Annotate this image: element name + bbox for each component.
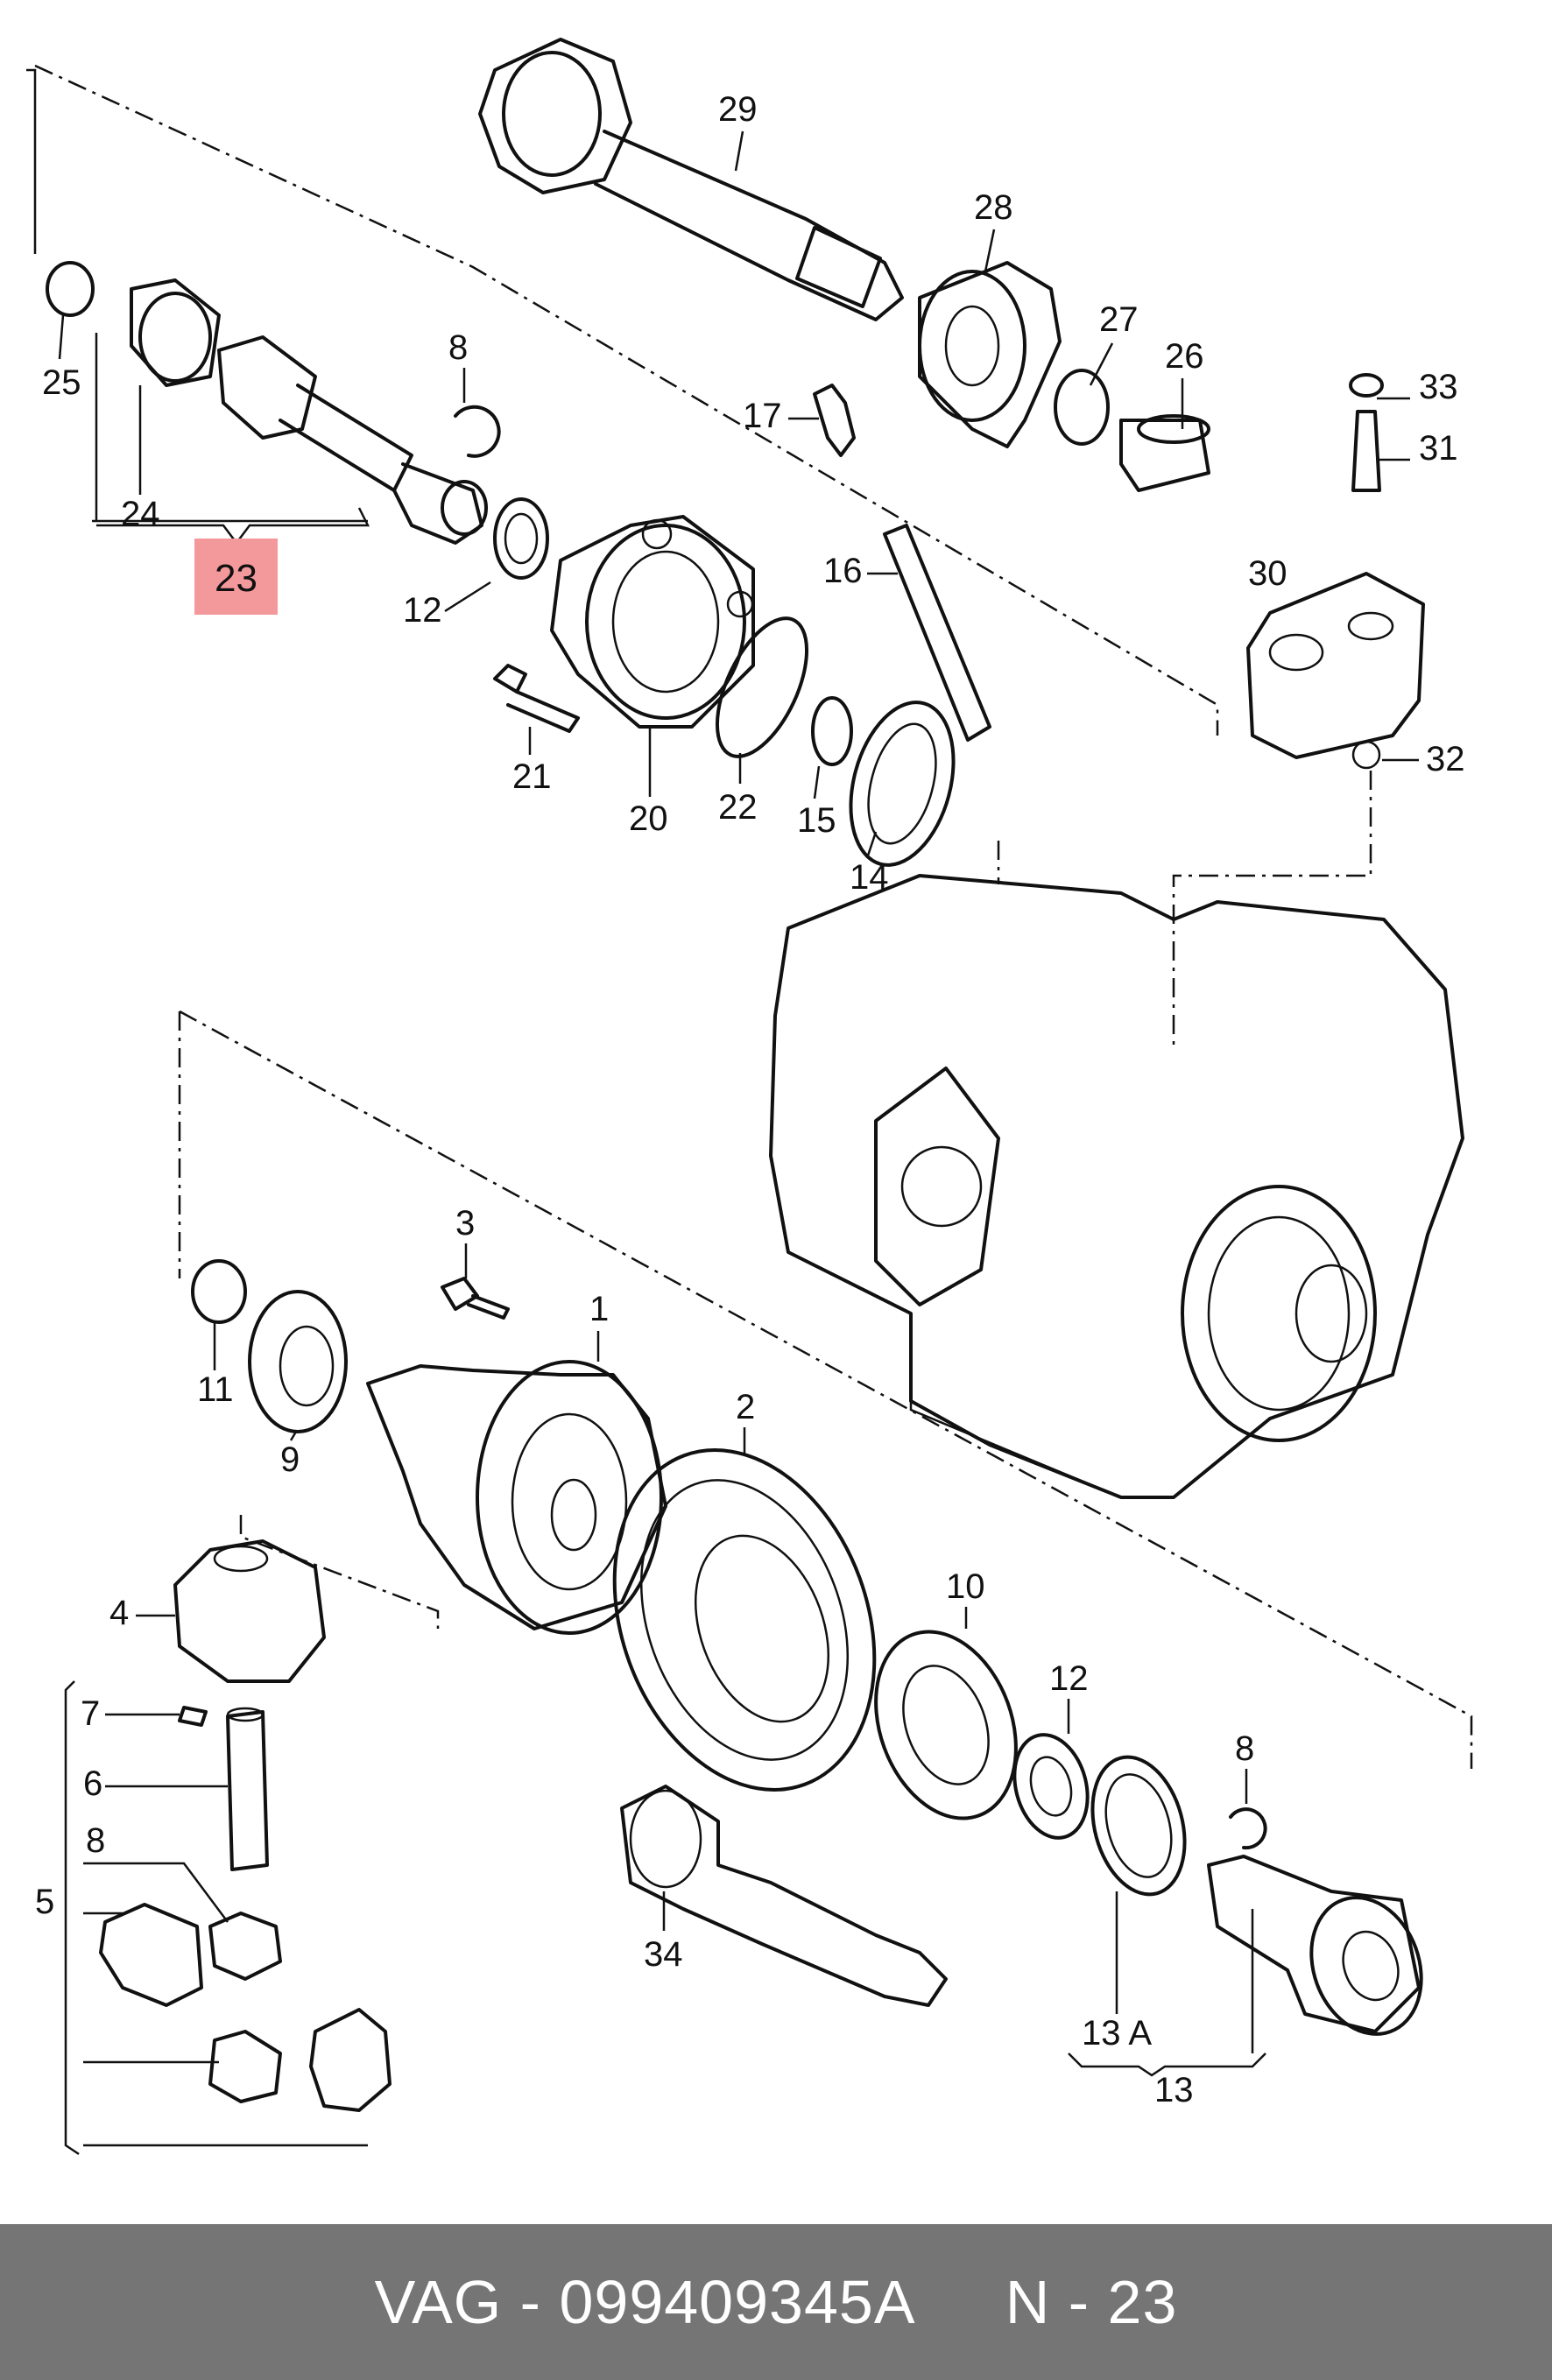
bevel-gears-8 [99, 1903, 392, 2112]
label-5: 5 [35, 1883, 54, 1921]
circlip-8-top [454, 405, 501, 458]
gear-14 [849, 701, 956, 867]
pin-7 [178, 1706, 208, 1727]
speedometer-drive-16-17 [813, 384, 991, 742]
cooler-30 [1246, 572, 1425, 759]
label-23: 23 [215, 557, 257, 600]
label-17: 17 [743, 397, 782, 435]
bolt-21 [493, 664, 580, 733]
bolt-3 [441, 1277, 510, 1320]
label-13a: 13 A [1082, 2014, 1152, 2053]
sender-31-33 [1349, 373, 1384, 770]
label-33: 33 [1419, 368, 1458, 406]
seal-13a [1090, 1755, 1187, 1897]
label-2: 2 [736, 1388, 755, 1426]
bearing-28 [918, 261, 1062, 448]
label-8-right: 8 [1235, 1729, 1254, 1768]
label-12-top: 12 [403, 591, 442, 630]
highlight-box-23 [194, 539, 278, 615]
bearing-9 [248, 1290, 348, 1433]
label-30: 30 [1248, 554, 1287, 593]
label-34: 34 [644, 1935, 683, 1974]
footer-gap [916, 2267, 1005, 2337]
assembly-lines [64, 333, 1473, 2156]
footer-part-number: 099409345A [559, 2268, 916, 2336]
circlip-8-lower [1229, 1807, 1267, 1850]
cross-piece-4 [173, 1539, 326, 1683]
label-29: 29 [718, 90, 758, 129]
label-25: 25 [42, 363, 81, 402]
gearbox-housing [769, 874, 1464, 1499]
label-10: 10 [946, 1567, 985, 1606]
circlip-27 [1054, 369, 1110, 446]
label-8-top: 8 [448, 328, 468, 367]
label-21: 21 [512, 757, 552, 796]
part-labels: 23 29 28 27 26 25 24 8 17 16 12 21 20 22… [35, 90, 1465, 2109]
bearing-10 [874, 1630, 1018, 1820]
shaft-assembly-23 [26, 64, 1219, 736]
label-31: 31 [1419, 429, 1458, 468]
label-32: 32 [1426, 740, 1465, 778]
label-28: 28 [974, 188, 1013, 227]
label-3: 3 [455, 1204, 475, 1243]
footer-separator: - [502, 2268, 560, 2336]
ring-15 [811, 696, 853, 766]
label-26: 26 [1165, 337, 1204, 376]
o-ring-22 [715, 616, 809, 758]
bearing-12-top [493, 497, 549, 580]
label-22: 22 [718, 788, 758, 827]
bearing-12-lower [1012, 1733, 1090, 1840]
output-shaft-34 [620, 1785, 948, 2007]
exploded-parts-diagram: 23 29 28 27 26 25 24 8 17 16 12 21 20 22… [26, 38, 1473, 2156]
label-1: 1 [589, 1290, 609, 1328]
label-15: 15 [797, 801, 836, 840]
label-6: 6 [83, 1764, 102, 1803]
label-27: 27 [1099, 300, 1139, 339]
drive-flange-shaft-29 [478, 38, 904, 321]
label-11: 11 [197, 1370, 234, 1409]
label-4: 4 [109, 1594, 129, 1632]
label-9: 9 [280, 1440, 300, 1479]
differential-housing-1 [366, 1360, 667, 1635]
label-16: 16 [823, 552, 863, 590]
bush-26 [1119, 414, 1210, 492]
shaft-6 [226, 1707, 269, 1871]
footer-brand: VAG [374, 2268, 503, 2336]
label-13: 13 [1154, 2071, 1194, 2109]
footer-position: N - 23 [1005, 2268, 1178, 2336]
label-8-lower: 8 [86, 1821, 105, 1860]
crown-gear-2 [612, 1448, 877, 1792]
label-14: 14 [850, 858, 889, 897]
label-leaders [58, 130, 1419, 2053]
label-12-lower: 12 [1049, 1659, 1089, 1698]
label-7: 7 [81, 1694, 100, 1733]
ring-11 [191, 1259, 247, 1324]
part-number-footer: VAG - 099409345A N - 23 [0, 2224, 1552, 2380]
flange-shaft-13 [1207, 1855, 1423, 2036]
label-20: 20 [629, 799, 668, 838]
label-24: 24 [121, 495, 160, 533]
